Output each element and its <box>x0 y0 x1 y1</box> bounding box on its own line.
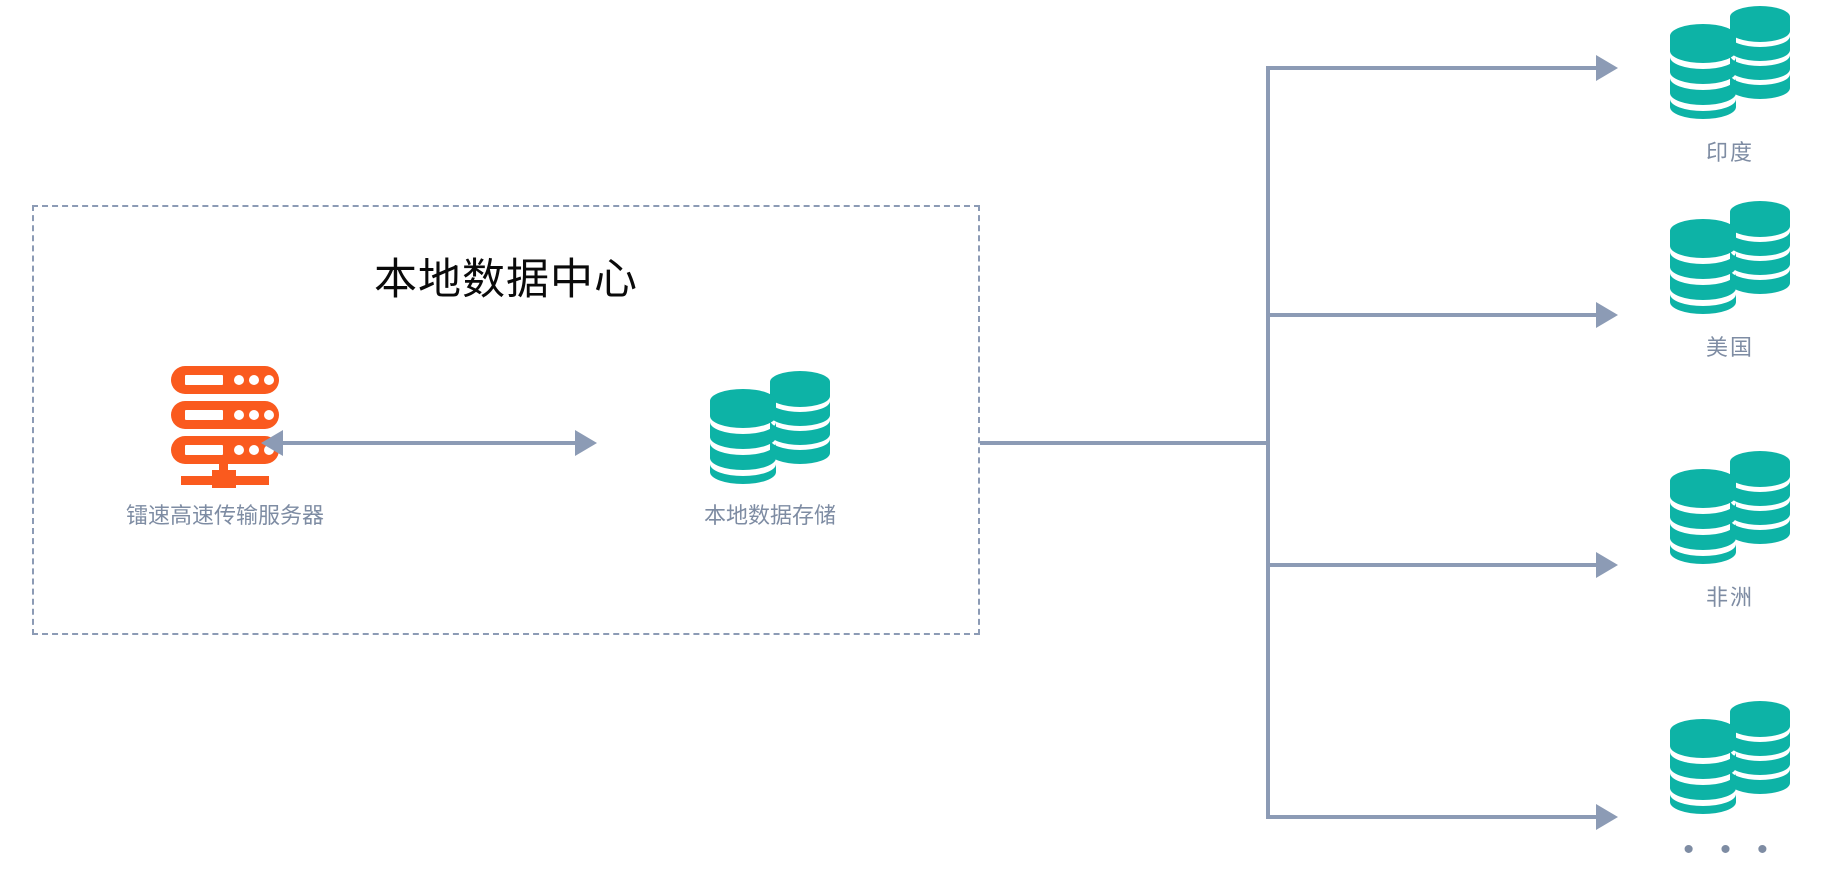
database-stack-icon <box>1625 450 1835 568</box>
database-stack-icon <box>1625 200 1835 318</box>
fanout-branch-line-4 <box>1266 815 1598 819</box>
fanout-branch-line-3 <box>1266 563 1598 567</box>
node-region-india[interactable]: 印度 <box>1625 5 1835 168</box>
fanout-branch-arrowhead-3 <box>1596 552 1618 578</box>
database-stack-icon <box>1625 700 1835 818</box>
fanout-feed-line <box>980 441 1270 445</box>
server-rack-icon <box>60 366 390 488</box>
local-data-center-title: 本地数据中心 <box>374 256 638 304</box>
fanout-branch-arrowhead-2 <box>1596 302 1618 328</box>
fanout-branch-line-1 <box>1266 66 1598 70</box>
database-stack-icon <box>1625 5 1835 123</box>
node-region-more[interactable]: • • • <box>1625 700 1835 869</box>
node-label-region-usa: 美国 <box>1705 335 1754 360</box>
node-raysync-server[interactable]: 镭速高速传输服务器 <box>60 366 390 531</box>
link-server-storage-arrowhead-left <box>261 430 283 456</box>
node-region-usa[interactable]: 美国 <box>1625 200 1835 363</box>
node-local-storage[interactable]: 本地数据存储 <box>615 368 925 531</box>
link-server-storage-arrowhead-right <box>575 430 597 456</box>
node-label-region-more: • • • <box>1683 833 1777 866</box>
database-stack-icon <box>615 368 925 488</box>
node-label-region-africa: 非洲 <box>1705 585 1754 610</box>
link-server-storage-line <box>283 441 575 445</box>
node-label-local-storage: 本地数据存储 <box>703 503 836 528</box>
node-region-africa[interactable]: 非洲 <box>1625 450 1835 613</box>
fanout-branch-line-2 <box>1266 313 1598 317</box>
node-label-region-india: 印度 <box>1705 140 1754 165</box>
node-label-raysync-server: 镭速高速传输服务器 <box>125 503 324 528</box>
fanout-trunk-line <box>1266 68 1270 818</box>
fanout-branch-arrowhead-4 <box>1596 804 1618 830</box>
fanout-branch-arrowhead-1 <box>1596 55 1618 81</box>
local-data-center-boundary <box>32 205 980 635</box>
